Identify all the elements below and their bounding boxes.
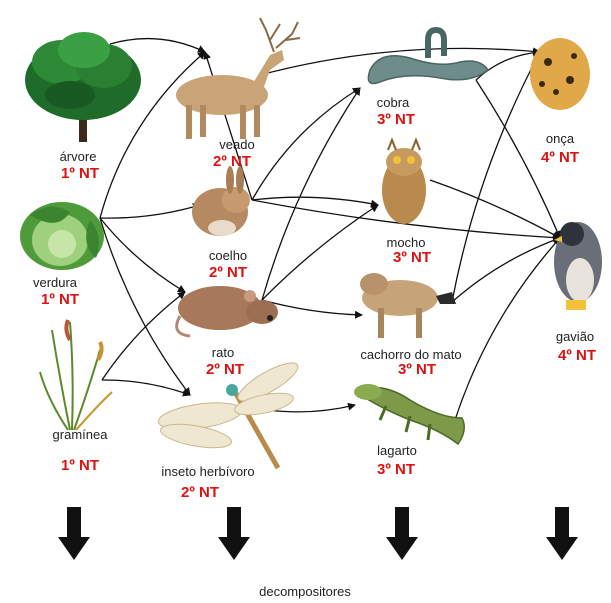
- bush-dog-icon: [360, 273, 456, 338]
- trophic-level-veado: 2º NT: [213, 154, 251, 169]
- decomposers-label: decompositores: [259, 584, 351, 599]
- organism-name-gaviao: gavião: [556, 330, 594, 343]
- trophic-arrow-graminea-rato: [102, 292, 185, 380]
- organism-name-coelho: coelho: [209, 249, 247, 262]
- rat-icon: [177, 286, 278, 336]
- down-arrow-icon: [58, 507, 90, 560]
- trophic-arrow-graminea-inseto: [102, 380, 190, 395]
- organism-name-arvore: árvore: [60, 150, 97, 163]
- organism-name-verdura: verdura: [33, 276, 77, 289]
- trophic-arrow-lagarto-gaviao: [455, 238, 560, 420]
- down-arrow-icon: [218, 507, 250, 560]
- trophic-arrow-cachorro-gaviao: [452, 238, 560, 302]
- cabbage-icon: [20, 202, 104, 270]
- trophic-level-verdura: 1º NT: [41, 292, 79, 307]
- deer-icon: [176, 18, 300, 139]
- organism-name-veado: veado: [219, 138, 254, 151]
- trophic-level-lagarto: 3º NT: [377, 462, 415, 477]
- down-arrow-icon: [546, 507, 578, 560]
- trophic-level-coelho: 2º NT: [209, 265, 247, 280]
- trophic-arrow-verdura-inseto: [100, 218, 190, 395]
- trophic-level-graminea: 1º NT: [61, 458, 99, 473]
- trophic-arrow-arvore-veado: [110, 39, 205, 52]
- falcon-icon: [554, 222, 602, 310]
- decomposer-arrows: [58, 507, 578, 560]
- organism-name-lagarto: lagarto: [377, 444, 417, 457]
- organism-name-mocho: mocho: [386, 236, 425, 249]
- trophic-level-onca: 4º NT: [541, 150, 579, 165]
- trophic-arrow-rato-cobra: [262, 88, 360, 300]
- trophic-level-gaviao: 4º NT: [558, 348, 596, 363]
- trophic-links: [100, 39, 560, 420]
- jaguar-icon: [530, 38, 590, 110]
- trophic-level-cobra: 3º NT: [377, 112, 415, 127]
- rabbit-icon: [192, 166, 250, 236]
- owl-icon: [382, 140, 426, 224]
- organism-name-inseto: inseto herbívoro: [161, 465, 254, 478]
- down-arrow-icon: [386, 507, 418, 560]
- trophic-level-arvore: 1º NT: [61, 166, 99, 181]
- trophic-arrow-verdura-coelho: [100, 205, 200, 218]
- trophic-level-mocho: 3º NT: [393, 250, 431, 265]
- snake-icon: [368, 30, 488, 84]
- lizard-icon: [354, 384, 464, 444]
- organism-name-cachorro: cachorro do mato: [360, 348, 461, 361]
- organism-name-rato: rato: [212, 346, 234, 359]
- trophic-arrow-cachorro-onca: [452, 52, 540, 302]
- tree-icon: [25, 32, 141, 142]
- organism-name-graminea: gramínea: [53, 428, 108, 441]
- grass-icon: [40, 320, 112, 430]
- organism-name-onca: onça: [546, 132, 574, 145]
- trophic-level-cachorro: 3º NT: [398, 362, 436, 377]
- organism-name-cobra: cobra: [377, 96, 410, 109]
- trophic-level-rato: 2º NT: [206, 362, 244, 377]
- trophic-level-inseto: 2º NT: [181, 485, 219, 500]
